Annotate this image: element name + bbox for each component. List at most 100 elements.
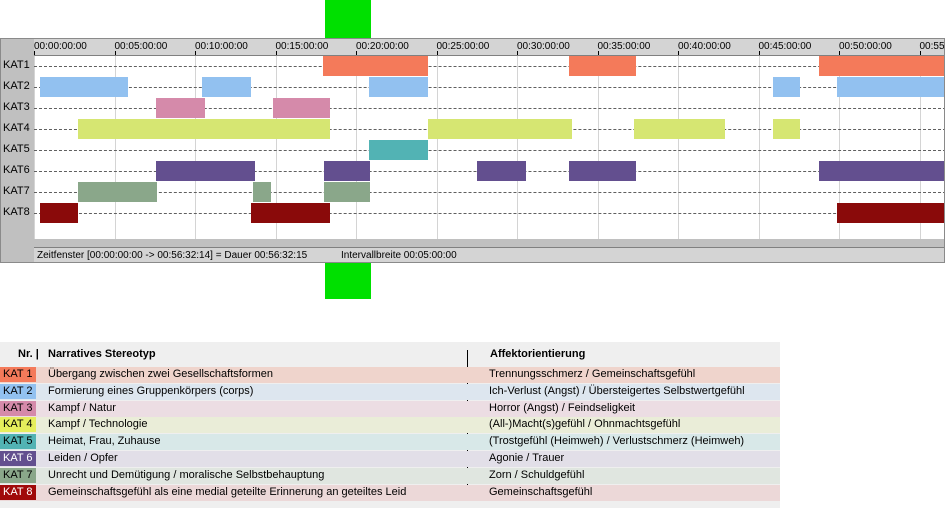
bar-kat8 [837,203,944,223]
grid-line [114,56,116,239]
time-ruler: 00:00:00:00 00:05:00:00 00:10:00:00 00:15:0… [34,39,945,56]
bar-kat7 [323,182,370,202]
legend-swatch: KAT 7 [0,467,36,483]
tick-mark [114,51,116,55]
legend-stereotype: Leiden / Opfer [48,452,118,464]
legend-stereotype: Kampf / Natur [48,401,116,414]
bar-kat8 [251,203,331,223]
tick-label: 00:30:00:00 [517,41,570,52]
tick-label: 00:40:00:00 [678,41,731,52]
bar-kat2 [202,77,252,97]
bar-kat2 [837,77,944,97]
grid-line [34,56,35,239]
tick-mark [597,51,599,55]
bar-kat8 [39,203,79,223]
legend-affekt: Zorn / Schuldgefühl [489,468,585,481]
legend-affekt: Gemeinschaftsgefühl [489,485,593,498]
legend-stereotype: Unrecht und Demütigung / moralische Selb… [48,468,325,481]
row-guide-line [34,66,944,67]
legend-row: KAT 1 Übergang zwischen zwei Gesellschaft… [0,367,780,383]
row-label-kat4: KAT4 [3,122,30,134]
row-guide-line [34,213,944,214]
bar-kat6 [476,161,526,181]
row-label-kat3: KAT3 [3,101,30,113]
tick-label: 00:15:00:00 [275,41,329,52]
grid-line [758,56,760,239]
grid-line [678,56,679,239]
status-interval: Intervallbreite 00:05:00:00 [341,250,457,261]
legend-row: KAT 7 Unrecht und Demütigung / moralische… [0,467,780,484]
grid-line [195,56,196,239]
timeline-chart: 00:00:00:00 00:05:00:00 00:10:00:00 00:15:0… [0,38,945,263]
legend-stereotype: Heimat, Frau, Zuhause [48,435,161,448]
status-window: Zeitfenster [00:00:00:00 -> 00:56:32:14]… [37,250,308,261]
bar-kat6 [323,161,370,181]
legend-swatch: KAT 8 [0,484,36,500]
bar-kat2 [39,77,129,97]
tick-label: 00:45:00:00 [758,41,812,52]
grid-line [436,56,438,239]
grid-line [517,56,518,239]
row-label-kat8: KAT8 [3,206,30,218]
legend-swatch: KAT 4 [0,417,36,433]
bar-kat3 [156,98,206,118]
tick-mark [517,51,518,55]
tick-mark [34,51,35,55]
grid-line [839,56,840,239]
legend-affekt: (All-)Macht(s)gefühl / Ohnmachtsgefühl [489,418,681,431]
tick-mark [678,51,679,55]
legend-table: Nr. | Narratives Stereotyp Affektorienti… [0,342,780,508]
row-label-kat1: KAT1 [3,59,30,71]
legend-header-nr: Nr. | [18,348,39,360]
grid-line [919,56,921,239]
legend-stereotype: Übergang zwischen zwei Gesellschaftsform… [48,368,273,380]
highlight-window-bottom [325,263,371,299]
bar-kat1 [568,56,637,76]
row-guide-line [34,192,944,193]
bar-kat4 [78,119,331,139]
bar-kat6 [156,161,255,181]
row-label-kat5: KAT5 [3,143,30,155]
row-label-kat6: KAT6 [3,164,30,176]
legend-header-stereotype: Narratives Stereotyp [48,348,156,360]
legend-stereotype: Gemeinschaftsgefühl als eine medial gete… [48,485,407,498]
row-guide-line [34,87,944,88]
legend-row: KAT 3 Kampf / Natur Horror (Angst) / Feind… [0,400,780,417]
timeline-plot [34,56,944,239]
legend-affekt: Horror (Angst) / Feindseligkeit [489,401,636,414]
legend-affekt: Ich-Verlust (Angst) / Übersteigertes Sel… [489,384,745,397]
tick-label: 00:55 [919,41,945,52]
grid-line [597,56,599,239]
tick-label: 00:35:00:00 [597,41,651,52]
tick-label: 00:05:00:00 [114,41,168,52]
tick-label: 00:20:00:00 [356,41,409,52]
bar-kat4 [772,119,801,139]
bar-kat7 [252,182,272,202]
legend-row: KAT 6 Leiden / Opfer Agonie / Trauer [0,451,780,467]
legend-swatch: KAT 1 [0,367,36,382]
legend-affekt: Trennungsschmerz / Gemeinschaftsgefühl [489,368,696,380]
legend-row: KAT 8 Gemeinschaftsgefühl als eine medial… [0,484,780,501]
legend-swatch: KAT 6 [0,451,36,466]
grid-line [275,56,277,239]
bar-kat4 [633,119,725,139]
bar-kat6 [818,161,944,181]
highlight-window-top [325,0,371,38]
legend-swatch: KAT 3 [0,400,36,416]
legend-stereotype: Kampf / Technologie [48,418,148,431]
tick-mark [919,51,921,55]
bar-kat7 [78,182,158,202]
tick-mark [356,51,357,55]
tick-label: 00:00:00:00 [34,41,87,52]
tick-label: 00:10:00:00 [195,41,248,52]
legend-affekt: Agonie / Trauer [489,452,565,464]
bar-kat1 [322,56,428,76]
status-bar: Zeitfenster [00:00:00:00 -> 00:56:32:14]… [34,247,944,262]
tick-mark [839,51,840,55]
tick-mark [758,51,760,55]
grid-line [356,56,357,239]
bar-kat5 [368,140,428,160]
legend-stereotype: Formierung eines Gruppenkörpers (corps) [48,384,254,397]
